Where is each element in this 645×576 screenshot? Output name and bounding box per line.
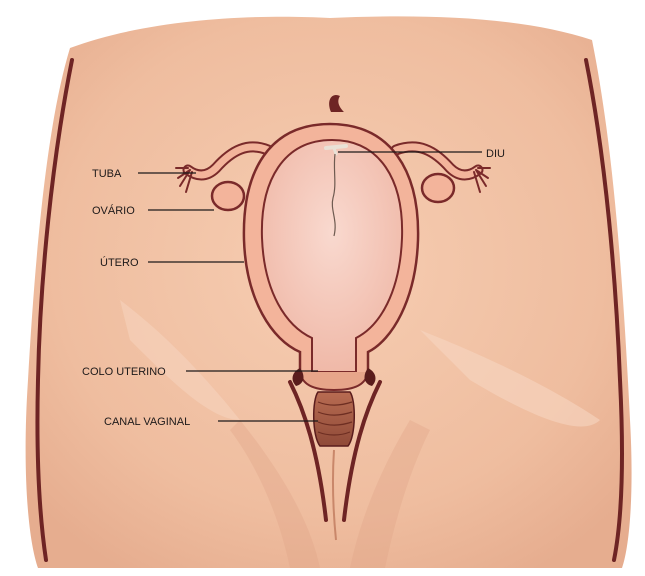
label-canal-vaginal: CANAL VAGINAL [104, 416, 190, 428]
left-ovary [212, 182, 244, 210]
label-ovario: OVÁRIO [92, 204, 135, 217]
label-colo-uterino: COLO UTERINO [82, 366, 166, 378]
right-ovary [422, 174, 454, 202]
label-utero: ÚTERO [100, 256, 139, 269]
label-tuba: TUBA [92, 168, 122, 180]
label-diu: DIU [486, 148, 505, 160]
vaginal-canal [314, 392, 355, 446]
